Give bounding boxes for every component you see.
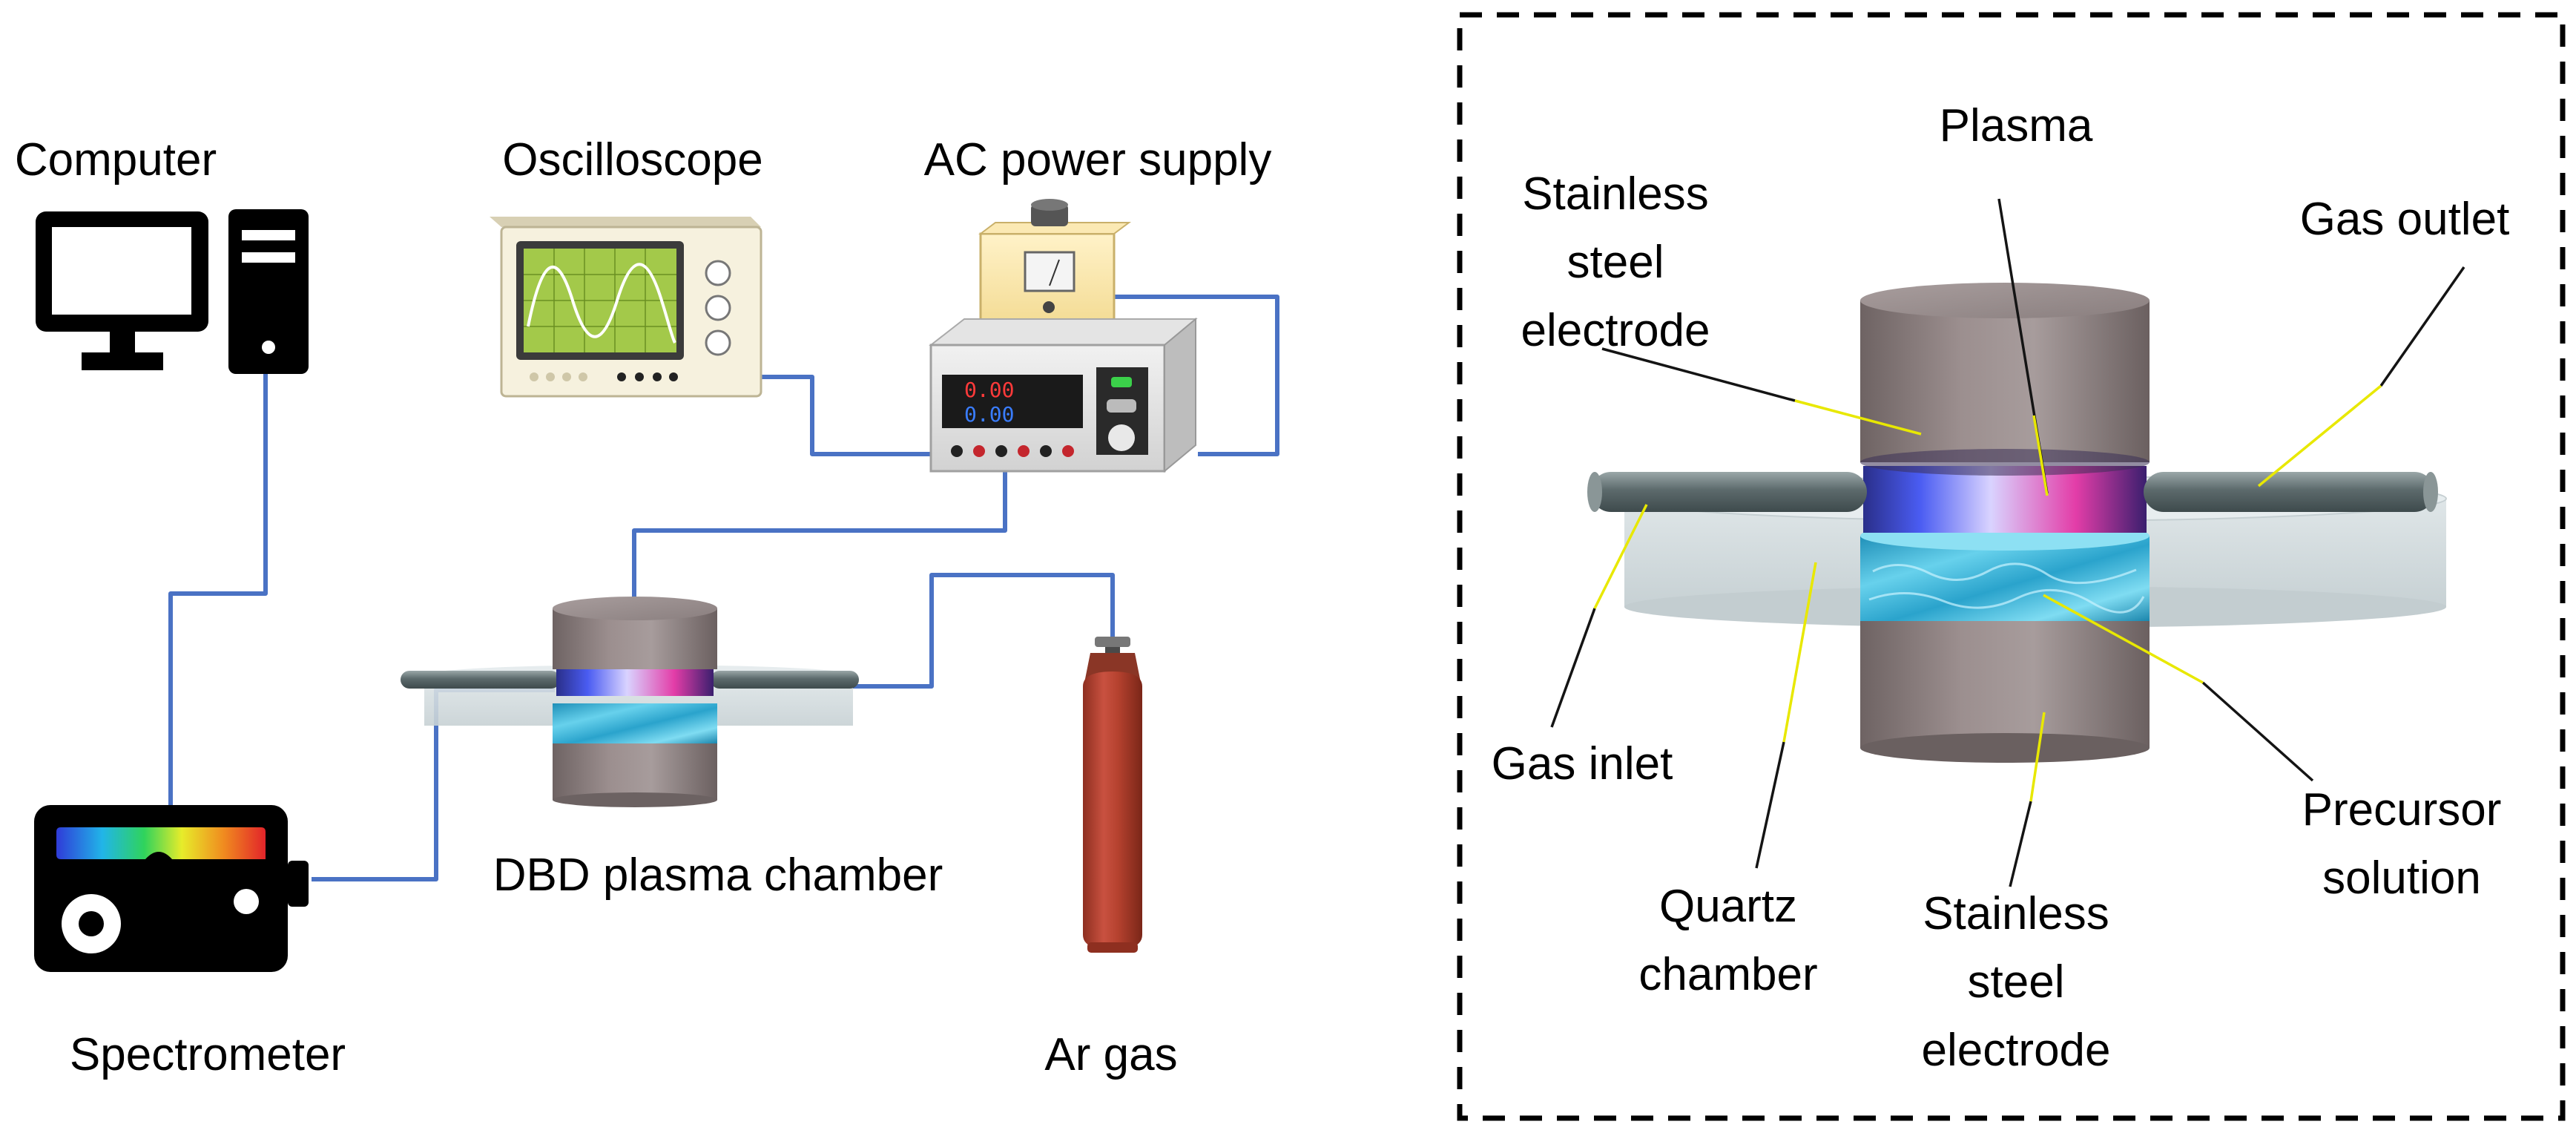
small-electrode-bottom-base [553,792,717,807]
gas-outlet-label: Gas outlet [2300,194,2510,245]
oscilloscope-top [490,217,761,227]
ar-gas-label: Ar gas [1044,1029,1177,1080]
dbd-chamber-label: DBD plasma chamber [493,850,943,901]
dbd-chamber-small [401,597,859,807]
small-electrode-bottom [553,742,717,800]
supply-display-bottom: 0.00 [964,402,1014,427]
supply-power-button [1108,424,1135,451]
supply-top-box-top [978,222,1131,234]
wire-computer-spectrometer [168,371,268,812]
ar-gas-cylinder-icon [1083,637,1142,953]
pointer-precursor-solution [2201,681,2314,782]
pointer-top-electrode [1601,347,1796,402]
tower-slot-2 [242,252,295,263]
precursor-solution-label-2: solution [2322,853,2481,904]
osc-buttons [530,372,587,381]
bottom-electrode-label-2: steel [1968,956,2065,1008]
supply-meter-needle [1049,259,1060,286]
precursor-solution-label-1: Precursor [2302,784,2502,835]
bottom-electrode-label-3: electrode [1921,1025,2110,1076]
gas-inlet-tube-end [1587,472,1602,512]
cylinder-valve-handle [1095,637,1130,647]
spectrometer-icon [34,805,309,972]
annotation-pointers [1550,198,2465,887]
bottom-electrode-label-1: Stainless [1923,888,2109,939]
pointer-plasma-tip [2032,415,2049,496]
detail-panel-frame [1457,12,2566,1121]
monitor-screen [52,227,191,315]
pointer-precursor-solution-tip [2043,594,2204,684]
ac-power-supply-icon: 0.00 0.00 [929,199,1198,473]
supply-meter-knob [1043,301,1055,313]
cylinder-foot [1087,942,1138,953]
plasma-label: Plasma [1940,100,2093,151]
computer-label: Computer [15,134,217,185]
gas-outlet-tube-end [2423,472,2438,512]
computer-icon [36,209,309,374]
small-plasma [556,668,714,696]
monitor-stand [82,352,163,370]
small-tube-left [401,671,560,689]
gas-outlet-tube [2144,472,2434,512]
supply-knob-top [1031,199,1068,211]
spectrometer-label: Spectrometer [70,1029,346,1080]
pointer-bottom-electrode-tip [2029,712,2046,802]
wire-supply-chamber [632,462,1007,607]
ac-power-supply-label: AC power supply [924,134,1272,185]
pointer-gas-outlet [2379,266,2465,387]
pointer-quartz-chamber-tip [1782,562,1817,743]
pointer-bottom-electrode [2009,801,2032,887]
supply-display-panel [942,375,1083,428]
bottom-electrode-base [1860,733,2150,763]
osc-ports [617,372,678,381]
top-electrode-label-3: electrode [1521,305,1710,356]
tower-slot-1 [242,230,295,240]
top-electrode-label-2: steel [1567,237,1664,288]
oscilloscope-waveform [527,263,676,344]
monitor-neck [110,332,135,352]
supply-toggle [1107,399,1136,413]
spectrometer-spectrum-strip [56,827,266,859]
pointer-top-electrode-tip [1794,399,1922,436]
quartz-chamber-label-1: Quartz [1659,881,1797,932]
gas-inlet-label: Gas inlet [1492,738,1673,789]
top-electrode-face [1860,283,2150,318]
small-electrode-top-face [553,597,717,620]
wire-chamber-gas [853,573,1115,689]
oscilloscope-icon [490,217,762,398]
cylinder-body [1083,671,1142,950]
gas-inlet-tube [1591,472,1867,512]
supply-led-green [1111,377,1132,387]
dbd-chamber-detail [1587,283,2447,763]
supply-base-top [929,318,1198,346]
spectrometer-side-tab [288,861,309,907]
top-electrode-body [1860,301,2150,462]
small-tube-right [711,671,859,689]
supply-terminals [951,445,1074,457]
pointer-quartz-chamber [1755,741,1785,869]
top-electrode-label-1: Stainless [1522,168,1709,220]
small-liquid [553,703,717,743]
osc-knob-1 [705,260,731,286]
spectrometer-button [234,889,259,914]
supply-display-top: 0.00 [964,378,1014,402]
oscilloscope-grid [524,249,676,352]
wire-supply-loop [1084,295,1279,456]
tower-power-button [262,341,275,354]
pointer-gas-inlet [1550,608,1596,728]
pointer-gas-outlet-tip [2257,384,2382,487]
spectrometer-lens-inner [79,911,104,936]
supply-base-side [1164,317,1196,473]
plasma-glow [1863,466,2147,533]
oscilloscope-label: Oscilloscope [502,134,762,185]
liquid-caustics [1868,562,2145,614]
computer-tower [228,209,309,374]
bottom-electrode-body [1860,616,2150,748]
top-electrode-bottom-rim [1860,449,2150,476]
pointer-gas-inlet-tip [1593,504,1648,609]
osc-knob-3 [705,329,731,356]
osc-knob-2 [705,295,731,321]
quartz-chamber-label-2: chamber [1638,949,1817,1000]
